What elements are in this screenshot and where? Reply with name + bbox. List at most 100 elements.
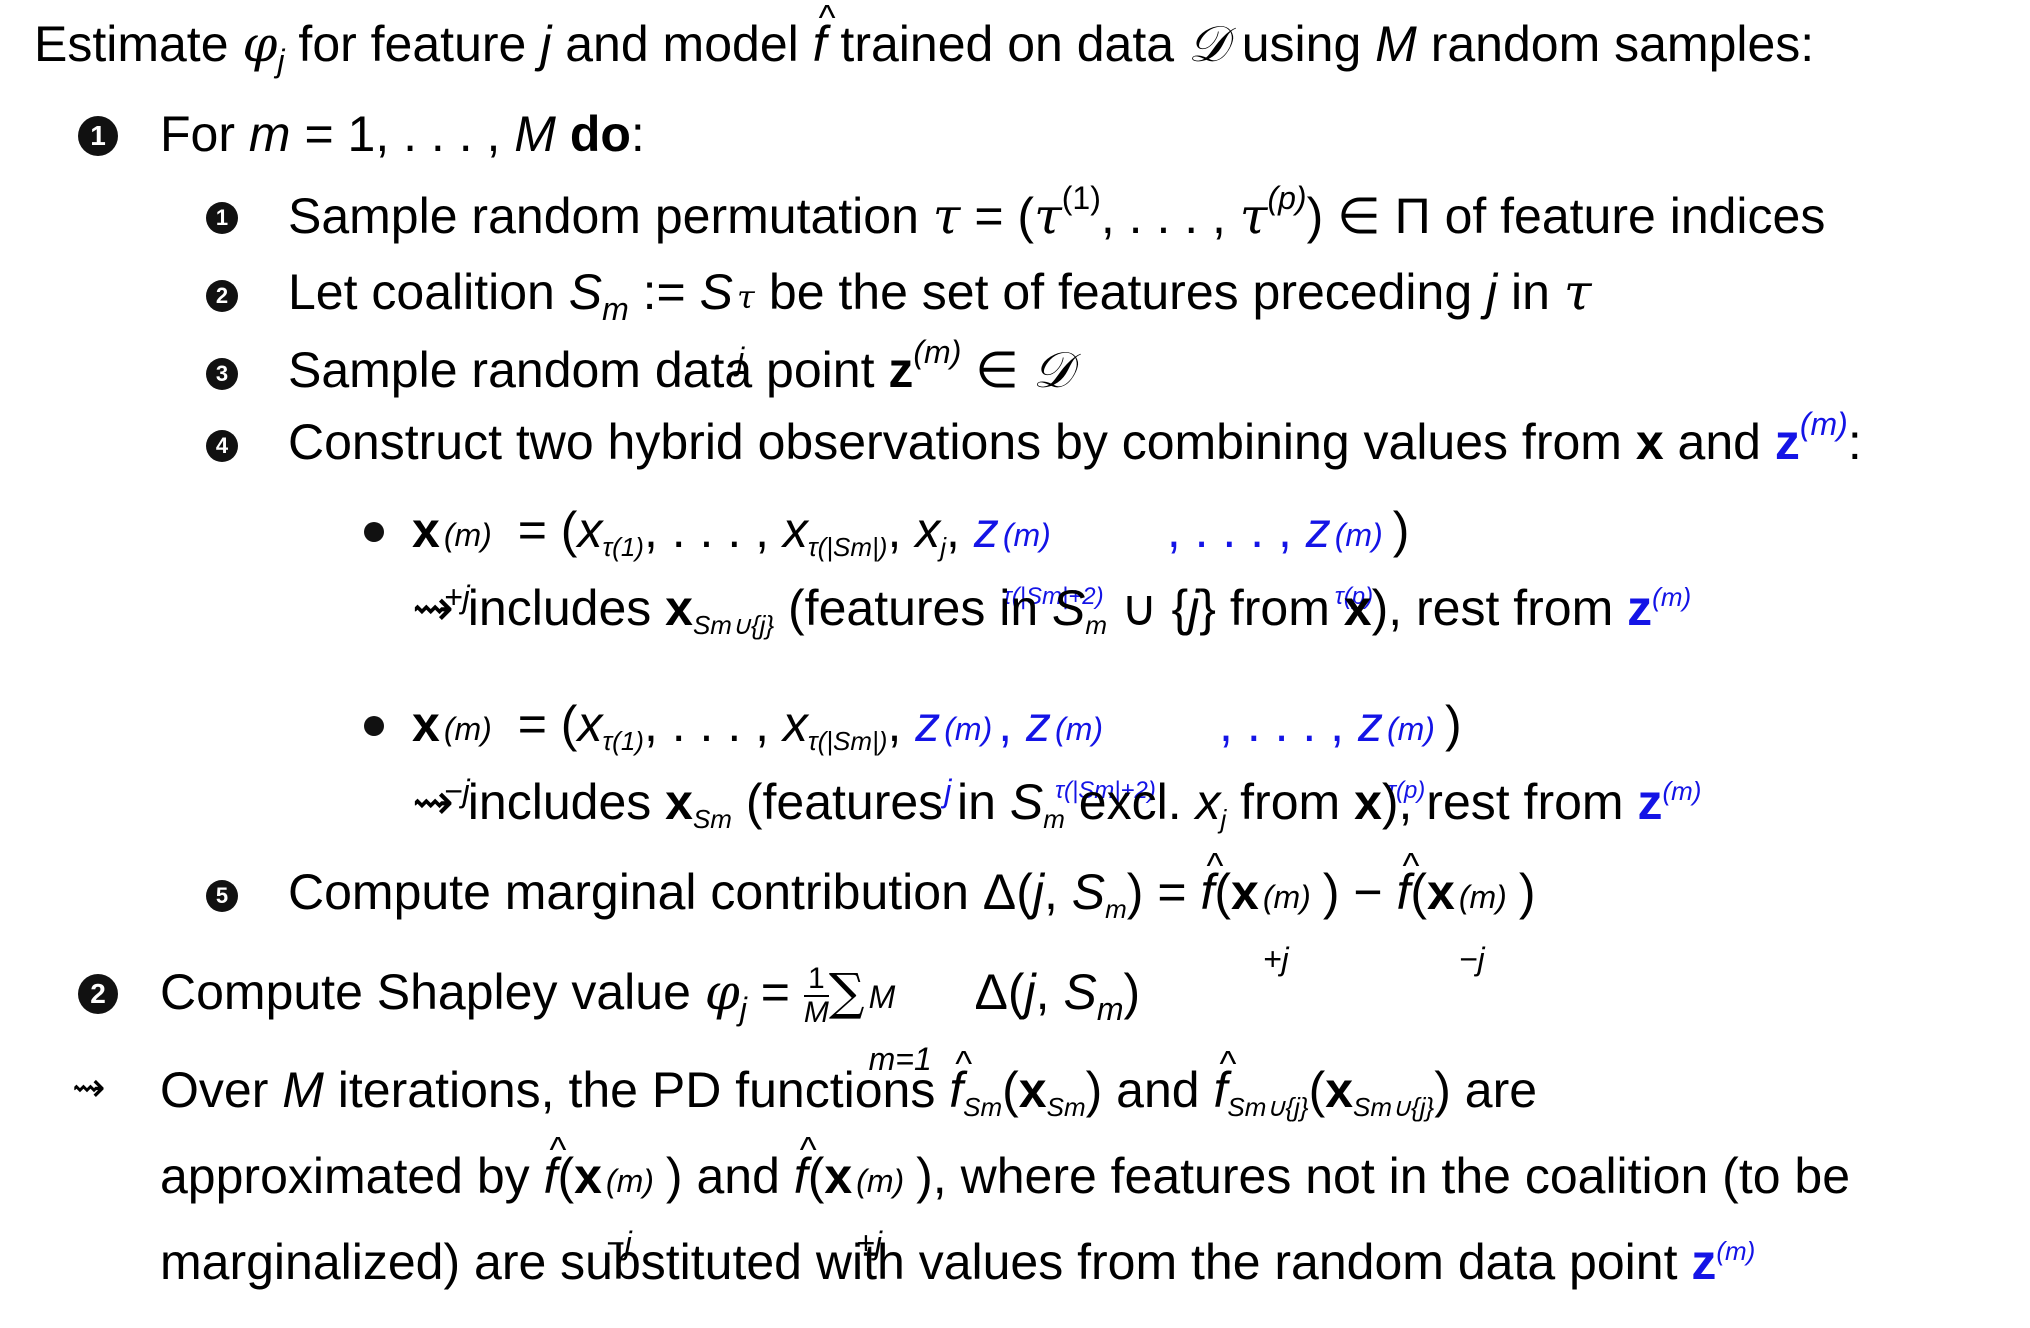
phi-symbol: φ [242,15,278,73]
intro-text: using [1227,16,1376,72]
step-text: and [1663,414,1775,470]
keyword-do: do [555,106,631,162]
math-var: x [574,1148,602,1204]
superscript: (m) [443,517,492,553]
step-text: : [630,106,645,162]
subscript: Sm [692,804,732,835]
intro-line: Estimate φj for feature j and model f tr… [34,0,1814,77]
intro-text: trained on data [826,16,1188,72]
superscript: (p) [1267,180,1307,216]
step-text: be the set of features preceding [755,264,1487,320]
dataset-d: 𝒟 [1187,15,1228,73]
step-text: includes [453,580,666,636]
summary-line-3: marginalized) are substituted with value… [160,1232,1755,1292]
math-var: x [782,696,808,752]
math-var: x [577,696,603,752]
math-var: z [888,342,914,398]
step-text: Compute marginal contribution Δ( [288,864,1033,920]
step-text: , [887,502,916,558]
summary-text: iterations, the PD functions [323,1062,950,1118]
math-var: S [1071,864,1106,920]
hybrid-minus-j-line: x(m)−j = (xτ(1), . . . , xτ(|Sm|), z(m)j… [412,694,1462,807]
summary-text: approximated by [160,1148,544,1204]
step-text: ), rest from [1371,580,1628,636]
model-f-hat: f [1396,836,1419,922]
subscript: Sm [1046,1092,1086,1123]
step-text: from [1226,774,1355,830]
math-var: x [665,774,693,830]
subscript: Sm∪{j} [1227,1092,1309,1123]
superscript: (m) [913,334,962,370]
math-var: j [1032,864,1044,920]
step-text: , [887,696,916,752]
subscript: j [944,773,952,809]
step-text: ) [1123,964,1141,1020]
math-var: z [915,696,941,752]
step-text: : [1847,414,1862,470]
subscript: −j [1458,941,1485,977]
step-text: ), rest from [1381,774,1638,830]
leads-to-arrow-icon: ⇝ [72,1066,106,1110]
math-var: x [824,1148,853,1204]
step-text: , [1035,964,1064,1020]
summary-text: ( [1002,1062,1019,1118]
step-text: ) − [1322,864,1397,920]
superscript: (m) [1334,517,1383,553]
subscript: m [1043,804,1065,835]
superscript: (m) [1652,581,1692,612]
superscript: (m) [1662,775,1702,806]
math-var: z [1305,502,1331,558]
math-var: τ [1239,187,1268,245]
superscript: (m) [443,711,492,747]
summary-line-1: Over M iterations, the PD functions fSm (… [160,1034,1538,1123]
step-text: := [628,264,700,320]
superscript: (1) [1061,180,1101,216]
math-var: x [1195,774,1221,830]
step-text: , [946,502,974,558]
step-text: (features in [731,774,1010,830]
math-var: S [1009,774,1044,830]
step-text: in [1497,264,1564,320]
substep-3-number-icon: 3 [206,358,238,390]
summary-text: Over [160,1062,283,1118]
math-var: S [568,264,603,320]
math-var: S [699,264,733,320]
subscript: Sm∪{j} [1353,1092,1435,1123]
step-text: ∪ { [1107,580,1189,636]
summary-text: ) are [1434,1062,1538,1118]
step-text: For [160,106,249,162]
step-text: Let coalition [288,264,569,320]
model-f-hat: f [813,0,836,74]
step-text: ) ∈ Π of feature indices [1306,188,1826,244]
math-var: z [1627,580,1653,636]
model-f-hat: f [949,1034,972,1120]
math-var: x [1018,1062,1047,1118]
phi-subscript: j [277,43,285,80]
step-1-number-icon: 1 [78,116,118,156]
math-var: z [1357,696,1383,752]
step-text: , [998,696,1027,752]
superscript: τ [737,278,755,316]
summary-line-2: approximated by f(x(m)−j) and f(x(m)+j),… [160,1120,1850,1259]
substep-4-line: Construct two hybrid observations by com… [288,408,1862,472]
leads-to-arrow-icon: ⇝ [412,774,454,830]
step-text: Construct two hybrid observations by com… [288,414,1636,470]
hybrid-plus-j-note: ⇝ includes xSm∪{j} (features in Sm ∪ {j}… [412,578,1691,638]
math-var: x [665,580,693,636]
math-var: x [412,696,440,752]
step-text: Sample random data point [288,342,889,398]
superscript: (m) [1386,711,1435,747]
intro-text: Estimate [34,16,243,72]
summary-text: ( [1308,1062,1326,1118]
step-1-line: For m = 1, . . . , M do: [160,104,645,164]
summary-text: ) and [1085,1062,1214,1118]
math-var: z [1026,696,1052,752]
superscript: (m) [1458,879,1507,915]
math-var: j [1486,264,1498,320]
substep-4-number-icon: 4 [206,430,238,462]
math-var: M [282,1062,324,1118]
superscript: (m) [1262,879,1311,915]
math-var: j [1188,580,1200,636]
model-f-hat: f [1200,836,1223,922]
